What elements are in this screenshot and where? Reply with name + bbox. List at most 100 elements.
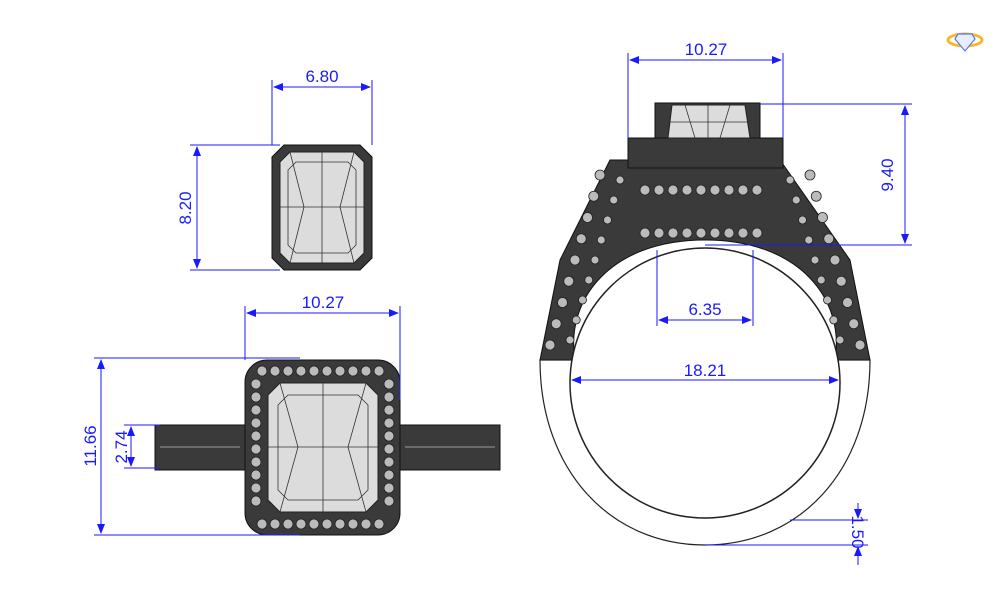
accent-stone [835, 335, 845, 345]
accent-stone [383, 378, 395, 390]
accent-stone [709, 184, 721, 196]
accent-stone [667, 184, 679, 196]
accent-stone [835, 275, 847, 287]
accent-stone [823, 295, 832, 305]
accent-stone [383, 443, 395, 455]
accent-stone [383, 456, 395, 468]
accent-stone [798, 215, 807, 225]
accent-stone [347, 518, 359, 530]
accent-stone [785, 175, 795, 185]
accent-stone [848, 318, 860, 330]
accent-stone [383, 495, 395, 507]
accent-stone [667, 227, 679, 239]
accent-stone [816, 275, 826, 285]
accent-stone [373, 365, 385, 377]
accent-stone [383, 482, 395, 494]
accent-stone [590, 255, 600, 265]
top-width-label: 10.27 [302, 293, 345, 312]
accent-stone [269, 518, 281, 530]
accent-stone [269, 365, 281, 377]
accent-stone [737, 227, 749, 239]
accent-stone [569, 254, 581, 266]
front-height-label: 9.40 [878, 158, 897, 191]
accent-stone [810, 255, 820, 265]
accent-stone [639, 227, 651, 239]
shank-thickness-dimension: 1.50 [705, 503, 868, 565]
accent-stone [575, 233, 587, 245]
accent-stone [563, 275, 575, 287]
accent-stone [360, 518, 372, 530]
accent-stone [250, 443, 262, 455]
accent-stone [609, 195, 619, 205]
stone-width-label: 6.80 [305, 67, 338, 86]
accent-stone [817, 212, 828, 223]
accent-stone [250, 417, 262, 429]
accent-stone [791, 195, 801, 205]
accent-stone [544, 339, 556, 351]
ring-top-view [154, 359, 501, 536]
stone-height-dimension: 8.20 [176, 144, 280, 271]
accent-stone [571, 315, 581, 325]
accent-stone [250, 495, 262, 507]
accent-stone [250, 430, 262, 442]
accent-stone [829, 254, 841, 266]
accent-stone [557, 297, 568, 308]
accent-stone [582, 212, 593, 223]
accent-stone [695, 227, 707, 239]
accent-stone [250, 482, 262, 494]
accent-stone [250, 404, 262, 416]
front-width-dimension: 10.27 [627, 40, 784, 138]
accent-stone [383, 430, 395, 442]
accent-stone [603, 215, 612, 225]
accent-stone [334, 365, 346, 377]
accent-stone [256, 518, 268, 530]
accent-stone [282, 518, 294, 530]
accent-stone [565, 335, 575, 345]
accent-stone [250, 391, 262, 403]
accent-stone [250, 378, 262, 390]
top-height-label: 11.66 [81, 425, 100, 466]
inner-diameter-dimension: 18.21 [571, 361, 839, 384]
accent-stone [295, 518, 307, 530]
accent-stone [584, 275, 594, 285]
stone-width-dimension: 6.80 [271, 67, 373, 145]
stone-top-view [271, 144, 373, 271]
accent-stone [594, 169, 606, 181]
accent-stone [639, 184, 651, 196]
gallery-width-label: 6.35 [688, 300, 721, 319]
band-width-dimension: 2.74 [112, 424, 160, 469]
accent-stone [360, 365, 372, 377]
accent-stone [383, 417, 395, 429]
accent-stone [829, 315, 839, 325]
accent-stone [347, 365, 359, 377]
accent-stone [751, 227, 763, 239]
accent-stone [308, 365, 320, 377]
shank-thickness-label: 1.50 [848, 515, 867, 548]
accent-stone [383, 404, 395, 416]
accent-stone [804, 169, 816, 181]
accent-stone [709, 227, 721, 239]
accent-stone [256, 365, 268, 377]
accent-stone [383, 469, 395, 481]
accent-stone [321, 518, 333, 530]
accent-stone [250, 469, 262, 481]
accent-stone [810, 190, 822, 202]
accent-stone [842, 297, 853, 308]
accent-stone [383, 391, 395, 403]
accent-stone [823, 233, 835, 245]
accent-stone [321, 365, 333, 377]
inner-diameter-label: 18.21 [684, 361, 727, 380]
accent-stone [681, 184, 693, 196]
accent-stone [308, 518, 320, 530]
accent-stone [695, 184, 707, 196]
accent-stone [737, 184, 749, 196]
accent-stone [550, 318, 562, 330]
ring-front-view [539, 102, 871, 546]
top-height-dimension: 11.66 [81, 357, 300, 536]
accent-stone [723, 184, 735, 196]
top-width-dimension: 10.27 [244, 293, 401, 400]
accent-stone [653, 227, 665, 239]
ring-diamond-logo-icon [946, 32, 984, 52]
accent-stone [578, 295, 587, 305]
